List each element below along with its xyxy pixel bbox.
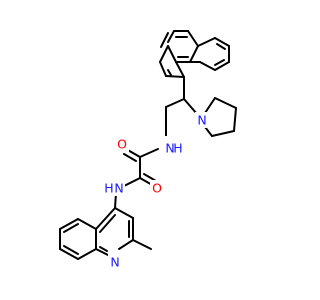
bond	[214, 37, 230, 47]
bond	[165, 75, 185, 78]
bond	[114, 207, 134, 219]
bond	[204, 126, 213, 137]
bond	[99, 246, 108, 252]
atom-label-n: N	[110, 255, 119, 270]
atom-labels: N H N O O N H N	[103, 112, 209, 270]
bond	[211, 130, 235, 137]
bonds	[59, 30, 237, 260]
bond	[99, 214, 116, 233]
atom-label-n: N	[197, 113, 206, 128]
bond	[159, 61, 167, 77]
bond	[199, 61, 216, 71]
bond	[175, 61, 185, 78]
bond	[214, 59, 225, 66]
bond	[63, 245, 79, 255]
bond	[123, 177, 141, 187]
bond	[143, 173, 157, 182]
bond	[167, 45, 177, 63]
bond	[123, 153, 137, 162]
bond	[167, 30, 175, 43]
bond	[214, 97, 237, 109]
structure-diagram: N H N O O N H N	[59, 30, 237, 270]
bond	[197, 37, 216, 47]
bond	[132, 239, 152, 250]
bond	[95, 207, 116, 230]
bond	[77, 218, 97, 230]
bond	[139, 148, 159, 158]
bond	[160, 32, 169, 48]
atom-label-n: N	[114, 181, 123, 196]
atom-label-n: N	[165, 141, 174, 156]
bond	[59, 248, 79, 260]
atom-label-h: H	[104, 181, 113, 196]
atom-label-o: O	[152, 181, 162, 196]
bond	[216, 43, 226, 50]
bond	[165, 98, 185, 108]
bond	[63, 223, 79, 233]
bond	[189, 45, 199, 63]
bond	[183, 98, 198, 115]
bond	[233, 107, 237, 132]
bond	[204, 97, 216, 114]
bond	[214, 61, 230, 71]
bond	[167, 69, 172, 76]
bond	[118, 239, 134, 250]
bond	[95, 248, 109, 256]
bond	[59, 218, 79, 230]
bond	[77, 248, 97, 260]
bond	[187, 30, 199, 47]
bond	[159, 45, 169, 63]
atom-label-h: H	[173, 141, 182, 156]
molecule-canvas: N H N O O N H N	[59, 30, 237, 270]
atom-label-o: O	[117, 137, 127, 152]
